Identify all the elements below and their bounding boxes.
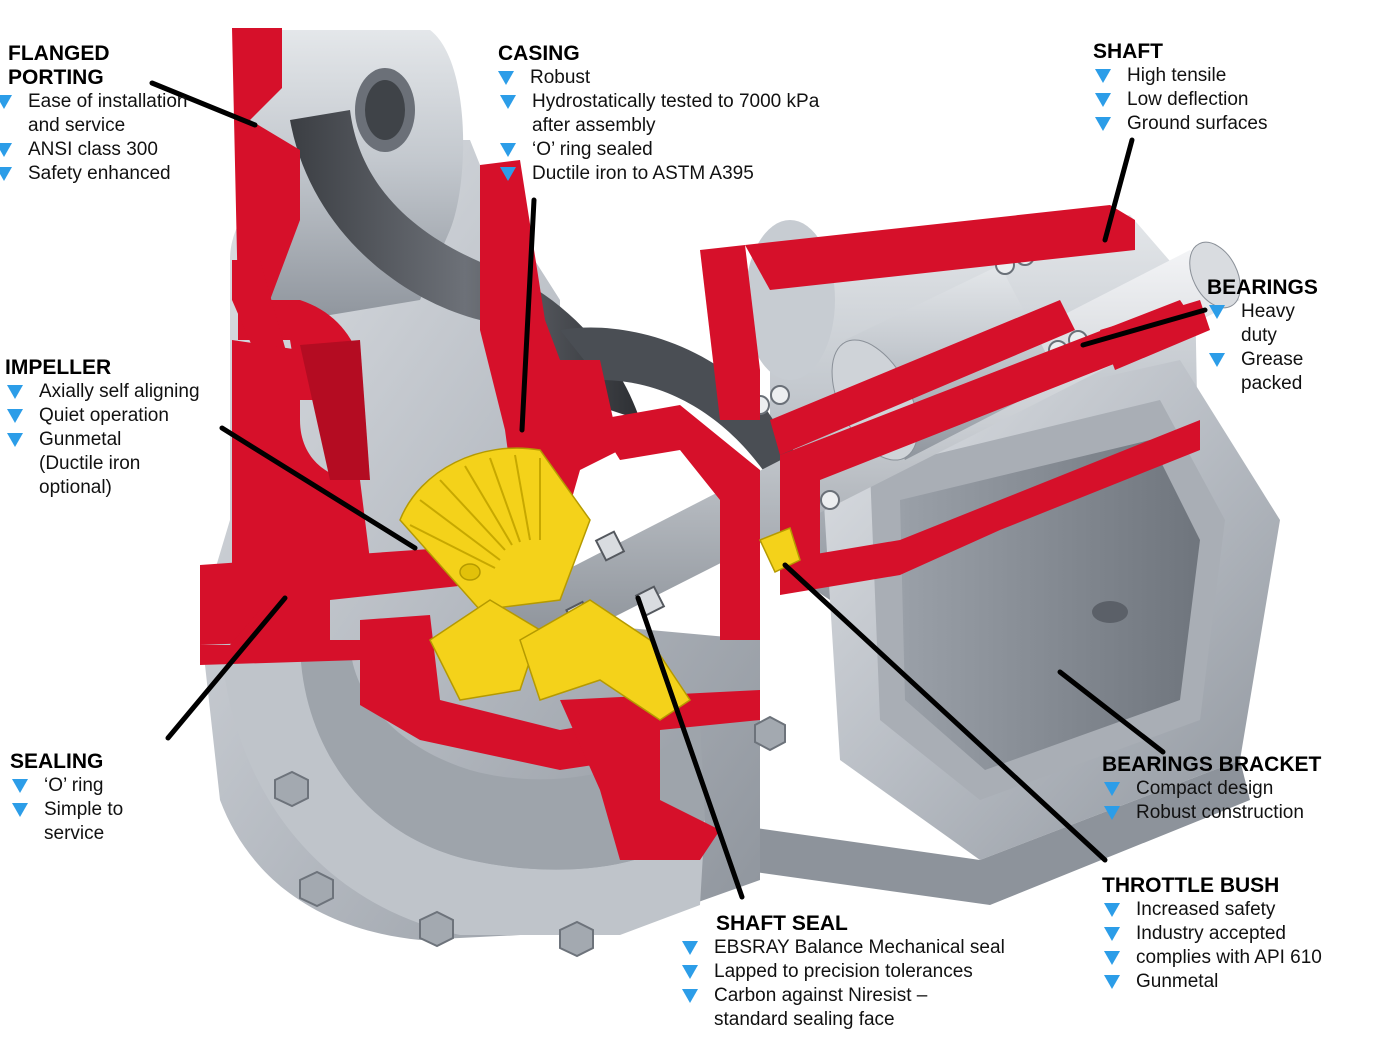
bullet-triangle-icon [12, 779, 28, 793]
bullet-triangle-icon [1104, 975, 1120, 989]
list-item: Carbon against Niresist – standard seali… [680, 984, 964, 1032]
list-item: Gunmetal [1102, 970, 1372, 994]
bullet-triangle-icon [1209, 305, 1225, 319]
bullet-triangle-icon [500, 143, 516, 157]
bullet-triangle-icon [498, 71, 514, 85]
bullet-triangle-icon [0, 167, 12, 181]
bullet-triangle-icon [1209, 353, 1225, 367]
callout-impeller: IMPELLER Axially self aligning Quiet ope… [5, 356, 265, 500]
list-item: ‘O’ ring [10, 774, 210, 798]
callout-title: SEALING [10, 750, 104, 773]
list-item: Hydrostatically tested to 7000 kPa after… [498, 90, 862, 138]
bullet-triangle-icon [0, 143, 12, 157]
bullet-triangle-icon [682, 941, 698, 955]
list-item: Simple to service [10, 798, 144, 846]
callout-title: CASING [498, 42, 580, 65]
callout-sealing: SEALING ‘O’ ring Simple to service [10, 750, 210, 846]
list-item: Robust [496, 66, 898, 90]
list-item: Ease of installation and service [0, 90, 208, 138]
callout-title: BEARINGS [1207, 276, 1318, 299]
bullet-triangle-icon [7, 409, 23, 423]
list-item: ‘O’ ring sealed [498, 138, 898, 162]
list-item: EBSRAY Balance Mechanical seal [680, 936, 1070, 960]
bullet-triangle-icon [0, 95, 12, 109]
callout-shaft: SHAFT High tensile Low deflection Ground… [1093, 40, 1313, 136]
callout-bearings: BEARINGS Heavy duty Grease packed [1207, 276, 1357, 396]
bullet-triangle-icon [7, 433, 23, 447]
callout-throttle-bush: THROTTLE BUSH Increased safety Industry … [1102, 874, 1372, 994]
callout-title: FLANGED PORTING [8, 42, 110, 89]
bullet-triangle-icon [682, 989, 698, 1003]
callout-flanged-porting: FLANGED PORTING Ease of installation and… [0, 42, 238, 186]
list-item: High tensile [1093, 64, 1313, 88]
callout-title: SHAFT [1093, 40, 1163, 63]
list-item: Robust construction [1102, 801, 1372, 825]
list-item: Increased safety [1102, 898, 1372, 922]
callout-shaft-seal: SHAFT SEAL EBSRAY Balance Mechanical sea… [680, 912, 1070, 1032]
bullet-triangle-icon [12, 803, 28, 817]
bullet-triangle-icon [1104, 782, 1120, 796]
list-item: Safety enhanced [0, 162, 238, 186]
list-item: Lapped to precision tolerances [680, 960, 1070, 984]
list-item: Axially self aligning [5, 380, 265, 404]
list-item: Ground surfaces [1093, 112, 1313, 136]
bullet-triangle-icon [500, 167, 516, 181]
bullet-triangle-icon [1104, 927, 1120, 941]
list-item: Low deflection [1093, 88, 1313, 112]
callout-title: SHAFT SEAL [716, 912, 848, 935]
leader-lines [149, 80, 1208, 900]
bullet-triangle-icon [500, 95, 516, 109]
list-item: Gunmetal (Ductile iron optional) [5, 428, 159, 500]
bullet-triangle-icon [1104, 951, 1120, 965]
callout-bearings-bracket: BEARINGS BRACKET Compact design Robust c… [1102, 753, 1372, 825]
callout-casing: CASING Robust Hydrostatically tested to … [498, 42, 898, 186]
list-item: complies with API 610 [1102, 946, 1372, 970]
callout-title: IMPELLER [5, 356, 112, 379]
bullet-triangle-icon [1104, 903, 1120, 917]
bullet-triangle-icon [682, 965, 698, 979]
bullet-triangle-icon [7, 385, 23, 399]
callout-title: BEARINGS BRACKET [1102, 753, 1322, 776]
bullet-triangle-icon [1104, 806, 1120, 820]
list-item: Heavy duty [1207, 300, 1321, 348]
bullet-triangle-icon [1095, 117, 1111, 131]
list-item: Quiet operation [5, 404, 265, 428]
bullet-triangle-icon [1095, 93, 1111, 107]
callout-title: THROTTLE BUSH [1102, 874, 1280, 897]
list-item: Grease packed [1207, 348, 1321, 396]
list-item: Industry accepted [1102, 922, 1372, 946]
list-item: ANSI class 300 [0, 138, 238, 162]
list-item: Compact design [1102, 777, 1372, 801]
impeller-shape [399, 447, 801, 721]
list-item: Ductile iron to ASTM A395 [498, 162, 898, 186]
bullet-triangle-icon [1095, 69, 1111, 83]
